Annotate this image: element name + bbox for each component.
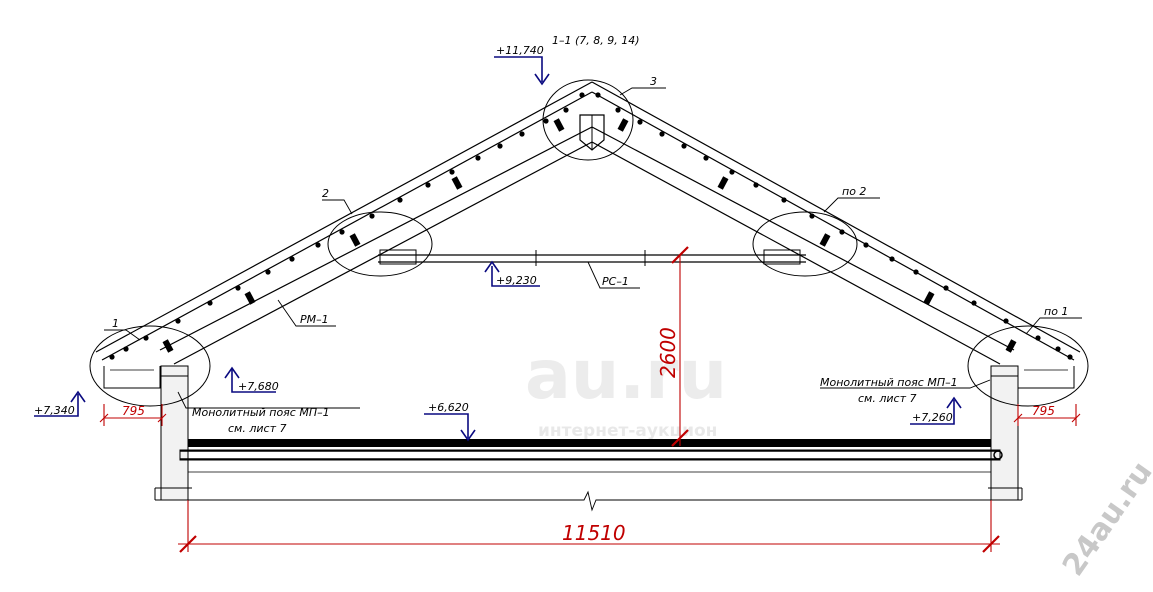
rafter-brackets (162, 118, 1017, 353)
callout-1: 1 (112, 317, 119, 330)
belt-note-left-line1: Монолитный пояс МП–1 (192, 406, 330, 419)
level-ridge: +11,740 (496, 44, 544, 57)
level-base-left: +7,340 (34, 404, 75, 417)
level-base-right: +7,260 (912, 411, 953, 424)
dimension-lines (99, 246, 1081, 553)
dim-overhang-right: 795 (1032, 404, 1055, 418)
section-title: 1–1 (7, 8, 9, 14) (552, 34, 640, 47)
callout-3: 3 (650, 75, 657, 88)
level-tie: +9,230 (496, 274, 537, 287)
tie-label: РС–1 (602, 275, 629, 288)
callout-po1: по 1 (1044, 305, 1068, 318)
belt-note-right-line2: см. лист 7 (858, 392, 916, 405)
dim-overhang-left: 795 (122, 404, 145, 418)
floor-slab (179, 439, 1003, 473)
brand-watermark: 24au.ru (1056, 455, 1153, 582)
faint-watermark: au.ru интернет-аукцион (525, 336, 727, 441)
dim-span: 11510 (562, 521, 626, 545)
callout-leaders (104, 87, 1082, 409)
faint-watermark-logo: au.ru (525, 336, 727, 415)
detail-circles (89, 79, 1089, 407)
rafter-label: РМ–1 (300, 313, 329, 326)
level-eave-left: +7,680 (238, 380, 279, 393)
roof-battens (109, 92, 1073, 360)
callout-2: 2 (322, 187, 329, 200)
level-floor: +6,620 (428, 401, 469, 414)
left-wall (154, 365, 192, 501)
right-wall (988, 365, 1023, 501)
callout-po2: по 2 (842, 185, 866, 198)
belt-note-right-line1: Монолитный пояс МП–1 (820, 376, 958, 389)
level-markers (34, 56, 962, 442)
belt-note-left-line2: см. лист 7 (228, 422, 286, 435)
faint-watermark-caption: интернет-аукцион (538, 421, 717, 441)
roof-structure (95, 81, 1081, 389)
dim-height: 2600 (656, 327, 680, 378)
